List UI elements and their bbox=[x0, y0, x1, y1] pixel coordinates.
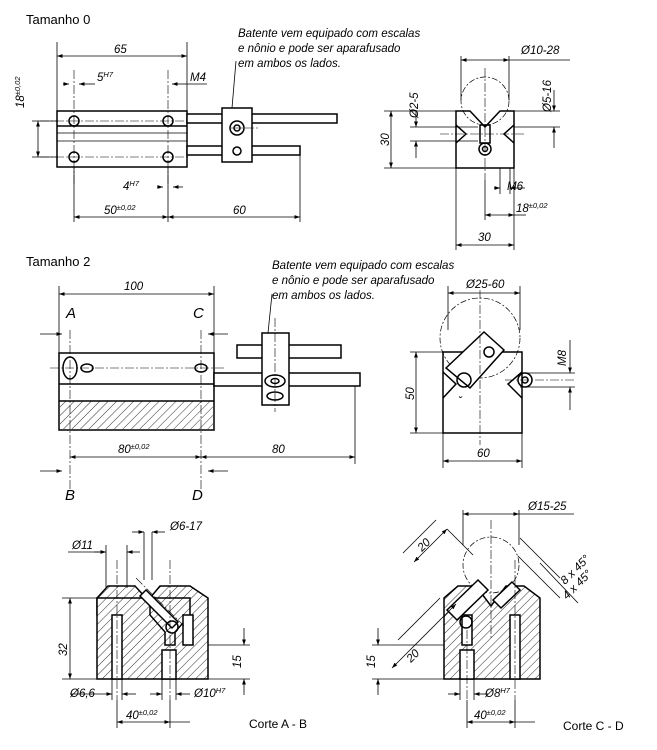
dim-size0-dia-2-5: Ø2-5 bbox=[409, 92, 421, 119]
dim-size0-width-30: 30 bbox=[478, 232, 491, 244]
size2-stop-arm bbox=[444, 330, 506, 390]
size2-note-line-1: Batente vem equipado com escalas bbox=[272, 260, 454, 272]
size2-stop-block bbox=[261, 332, 290, 406]
section-mark-d: D bbox=[192, 487, 203, 504]
size2-note-line-2: e nônio e pode ser aparafusado bbox=[272, 275, 435, 287]
svg-text:ˇ: ˇ bbox=[458, 396, 463, 408]
size0-note-leader bbox=[231, 60, 237, 109]
size0-note: Batente vem equipado com escalas e nônio… bbox=[238, 28, 423, 70]
dim-ab-pitch-40: 40±0,02 bbox=[126, 708, 158, 722]
section-mark-a: A bbox=[65, 305, 76, 322]
dim-size0-height-30: 30 bbox=[380, 133, 392, 146]
size0-scale-bar-top bbox=[186, 113, 338, 124]
dim-cd-size-20-top: 20 bbox=[415, 536, 434, 555]
size0-front-view: Tamanho 0 Batente vem equipado com escal… bbox=[13, 12, 423, 222]
dim-size2-height-50: 50 bbox=[405, 387, 417, 400]
dim-ab-dia-11: Ø11 bbox=[71, 540, 93, 552]
dim-size0-dia-5-16: Ø5-16 bbox=[542, 79, 554, 113]
dim-size0-depth-18: 18±0,02 bbox=[516, 201, 548, 215]
section-mark-b: B bbox=[65, 487, 75, 504]
dim-size2-travel-80: 80 bbox=[272, 444, 285, 456]
dim-ab-dia-6-6: Ø6,6 bbox=[69, 688, 96, 700]
size2-note-line-3: em ambos os lados. bbox=[272, 290, 375, 302]
dim-size0-thread-m6: M6 bbox=[507, 181, 524, 193]
size2-body bbox=[58, 352, 215, 431]
section-a-b: Ø11 Ø6-17 32 15 Ø6,6 Ø10H7 40±0,02 Corte… bbox=[58, 521, 307, 731]
section-cd-caption: Corte C - D bbox=[563, 719, 624, 733]
size0-side-view: Ø10-28 Ø2-5 Ø5-16 30 M6 18±0,02 30 bbox=[380, 45, 570, 250]
dim-size0-hole-5: 5H7 bbox=[97, 70, 114, 84]
size2-note-leader bbox=[267, 293, 273, 334]
dim-size0-thread-m4: M4 bbox=[190, 72, 206, 84]
dim-ab-dia-6-17: Ø6-17 bbox=[169, 521, 203, 533]
dim-size0-width-65: 65 bbox=[114, 44, 127, 56]
dim-ab-height-32: 32 bbox=[58, 643, 70, 656]
section-ab-clamp-screw bbox=[138, 588, 180, 630]
dim-cd-pitch-40: 40±0,02 bbox=[474, 708, 506, 722]
size0-body bbox=[56, 110, 188, 168]
dim-ab-height-15: 15 bbox=[232, 655, 244, 668]
dim-size0-hole-4: 4H7 bbox=[123, 179, 140, 193]
dim-cd-height-15: 15 bbox=[366, 655, 378, 668]
section-ab-caption: Corte A - B bbox=[249, 717, 307, 731]
section-mark-c: C bbox=[193, 305, 204, 322]
size2-front-view: Tamanho 2 Batente vem equipado com escal… bbox=[26, 254, 457, 504]
size2-hatched-zone bbox=[60, 401, 213, 429]
section-c-d: Ø15-25 20 8 x 45° 4 x 45° 15 20 Ø8H7 40±… bbox=[366, 501, 624, 733]
size0-note-line-1: Batente vem equipado com escalas bbox=[238, 28, 420, 40]
dim-size2-dia-25-60: Ø25-60 bbox=[465, 279, 505, 291]
dim-cd-dia-8: Ø8H7 bbox=[484, 686, 511, 700]
size0-v-block bbox=[455, 110, 515, 169]
dim-size0-height-18: 18±0,02 bbox=[13, 76, 27, 108]
dim-size0-dia-10-28: Ø10-28 bbox=[520, 45, 560, 57]
dim-ab-dia-10: Ø10H7 bbox=[193, 686, 226, 700]
dim-size2-width-60: 60 bbox=[477, 448, 490, 460]
size2-note: Batente vem equipado com escalas e nônio… bbox=[272, 260, 457, 302]
size0-note-line-3: em ambos os lados. bbox=[238, 58, 341, 70]
section-cd-workpiece-phantom bbox=[462, 536, 520, 594]
dim-size0-pitch-50: 50±0,02 bbox=[104, 203, 136, 217]
size2-heading: Tamanho 2 bbox=[26, 254, 90, 269]
dim-cd-size-20-mid: 20 bbox=[404, 647, 423, 666]
size0-heading: Tamanho 0 bbox=[26, 12, 90, 27]
size0-note-line-2: e nônio e pode ser aparafusado bbox=[238, 43, 401, 55]
size2-side-view: ˇ Ø25-60 M8 50 60 bbox=[405, 279, 575, 468]
dim-size0-travel-60: 60 bbox=[233, 205, 246, 217]
dim-size2-width-100: 100 bbox=[124, 281, 144, 293]
dim-cd-dia-15-25: Ø15-25 bbox=[527, 501, 567, 513]
dim-size2-thread-m8: M8 bbox=[557, 349, 569, 366]
dim-size2-pitch-80: 80±0,02 bbox=[118, 442, 150, 456]
